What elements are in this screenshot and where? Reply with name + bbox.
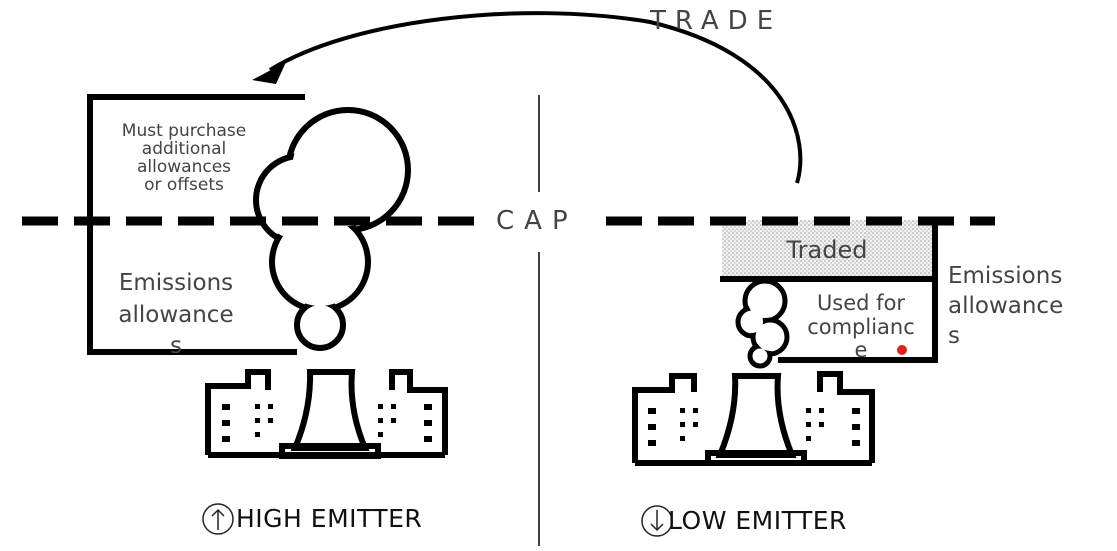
trade-arrow [268, 11, 803, 184]
arrow-up-circle-icon [202, 503, 234, 535]
used-for-compliance-text: Used for complianc e [807, 291, 915, 363]
low-emitter-bracket [778, 220, 938, 363]
high-emitter-allowances-text: Emissions allowance s [118, 270, 234, 360]
must-purchase-text: Must purchase additional allowances or o… [121, 121, 247, 195]
low-emitter-allowances-text: Emissions allowance s [948, 263, 1064, 349]
traded-label: Traded [786, 236, 868, 264]
trade-label: TRADE [650, 6, 783, 36]
high-emitter-title: HIGH EMITTER [236, 504, 423, 533]
left-building-windows [222, 404, 432, 442]
marker-dot [897, 345, 907, 355]
low-emitter-title: LOW EMITTER [668, 506, 847, 535]
traded-area [722, 220, 935, 278]
power-plant-icon-right [632, 371, 875, 466]
arrow-down-circle-icon [641, 505, 673, 537]
trade-arrowhead [252, 62, 286, 84]
cap-label: CAP [496, 206, 578, 236]
power-plant-icon [205, 369, 448, 459]
right-building-windows [648, 408, 860, 446]
